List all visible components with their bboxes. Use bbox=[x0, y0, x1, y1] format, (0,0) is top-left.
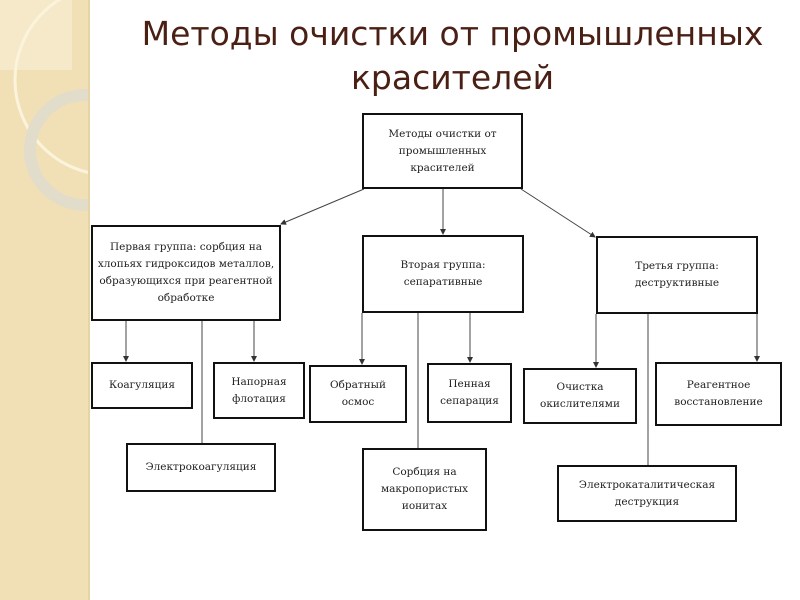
slide-title-line1: Методы очистки от промышленных bbox=[141, 14, 764, 53]
electrocoagulation-box: Электрокоагуляция bbox=[126, 443, 276, 492]
electrocatalytic-box: Электрокаталитическая деструкция bbox=[557, 465, 737, 522]
decorative-circles-icon bbox=[0, 0, 88, 211]
group2-box: Вторая группа: сепаративные bbox=[362, 235, 524, 313]
pressure-flotation-box: Напорная флотация bbox=[213, 362, 305, 419]
group1-box: Первая группа: сорбция на хлопьях гидрок… bbox=[91, 225, 281, 321]
group3-box: Третья группа: деструктивные bbox=[596, 236, 758, 314]
reagent-reduction-box: Реагентное восстановление bbox=[655, 362, 782, 426]
coagulation-box: Коагуляция bbox=[91, 362, 193, 409]
root-box: Методы очистки от промышленных красителе… bbox=[362, 113, 523, 189]
slide-title-line2: красителей bbox=[350, 58, 555, 97]
decorative-sidebar bbox=[0, 0, 90, 600]
foam-separation-box: Пенная сепарация bbox=[427, 363, 512, 423]
sorption-ionites-box: Сорбция на макропористых ионитах bbox=[362, 448, 487, 531]
reverse-osmosis-box: Обратный осмос bbox=[309, 365, 407, 423]
oxidant-cleaning-box: Очистка окислителями bbox=[523, 368, 637, 424]
